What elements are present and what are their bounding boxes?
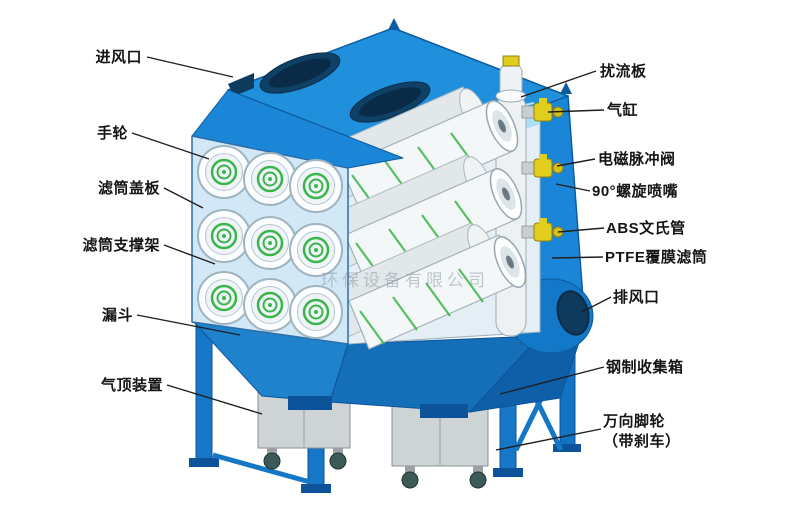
- leader-line: [131, 132, 210, 160]
- pulse-valve: [521, 218, 564, 242]
- lifting-lug-icon: [560, 82, 572, 94]
- filter-cover-panel: [191, 89, 404, 345]
- label-filter-support-frame: 滤筒支撑架: [82, 237, 160, 254]
- machine-body: [191, 18, 594, 354]
- leader-line: [520, 70, 597, 98]
- label-handwheel: 手轮: [96, 125, 128, 142]
- leader-line: [551, 256, 604, 259]
- filter-cover-plates: [197, 145, 343, 339]
- leader-line: [166, 384, 263, 415]
- watermark-text: 环保设备有限公司: [321, 271, 489, 290]
- leader-line: [547, 109, 605, 113]
- label-universal-caster-line2: （带刹车）: [603, 433, 681, 451]
- leader-lines: [131, 56, 612, 451]
- caster-wheels: [263, 448, 487, 489]
- label-universal-caster-line1: 万向脚轮: [603, 413, 666, 430]
- label-ptfe-filter-cartridge: PTFE覆膜滤筒: [605, 249, 708, 266]
- pulse-valve: [521, 154, 564, 178]
- leader-line: [163, 244, 216, 265]
- label-air-cylinder: 气缸: [607, 102, 639, 119]
- leader-line: [555, 183, 591, 192]
- label-solenoid-pulse-valve: 电磁脉冲阀: [598, 151, 676, 168]
- label-hopper: 漏斗: [101, 307, 133, 324]
- pulse-valves: [521, 98, 564, 242]
- leader-line: [136, 314, 241, 336]
- filter-cartridges: [312, 86, 527, 350]
- leader-line: [146, 56, 234, 78]
- label-air-inlet: 进风口: [95, 49, 142, 66]
- label-steel-collection-box: 钢制收集箱: [606, 359, 684, 376]
- label-baffle-plate: 扰流板: [600, 63, 647, 80]
- leader-line: [495, 428, 602, 451]
- label-abs-venturi-tube: ABS文氏管: [606, 220, 686, 237]
- hopper-outlet-right: [420, 404, 468, 418]
- lifting-lug-icon: [388, 18, 400, 30]
- label-90-spiral-nozzle: 90°螺旋喷嘴: [592, 183, 679, 200]
- label-universal-caster: 万向脚轮 （带刹车）: [603, 412, 681, 453]
- label-exhaust-outlet: 排风口: [613, 289, 660, 306]
- label-filter-cover-plate: 滤筒盖板: [97, 180, 160, 197]
- air-inlet-openings: [228, 52, 431, 123]
- leader-line: [557, 227, 605, 233]
- label-air-jacking-device: 气顶装置: [100, 377, 163, 394]
- hopper-outlet-left: [288, 396, 332, 410]
- leader-line: [581, 296, 612, 313]
- leader-line: [499, 366, 605, 395]
- air-cylinder-part: [499, 55, 523, 99]
- leader-line: [556, 158, 596, 167]
- leader-line: [163, 187, 204, 209]
